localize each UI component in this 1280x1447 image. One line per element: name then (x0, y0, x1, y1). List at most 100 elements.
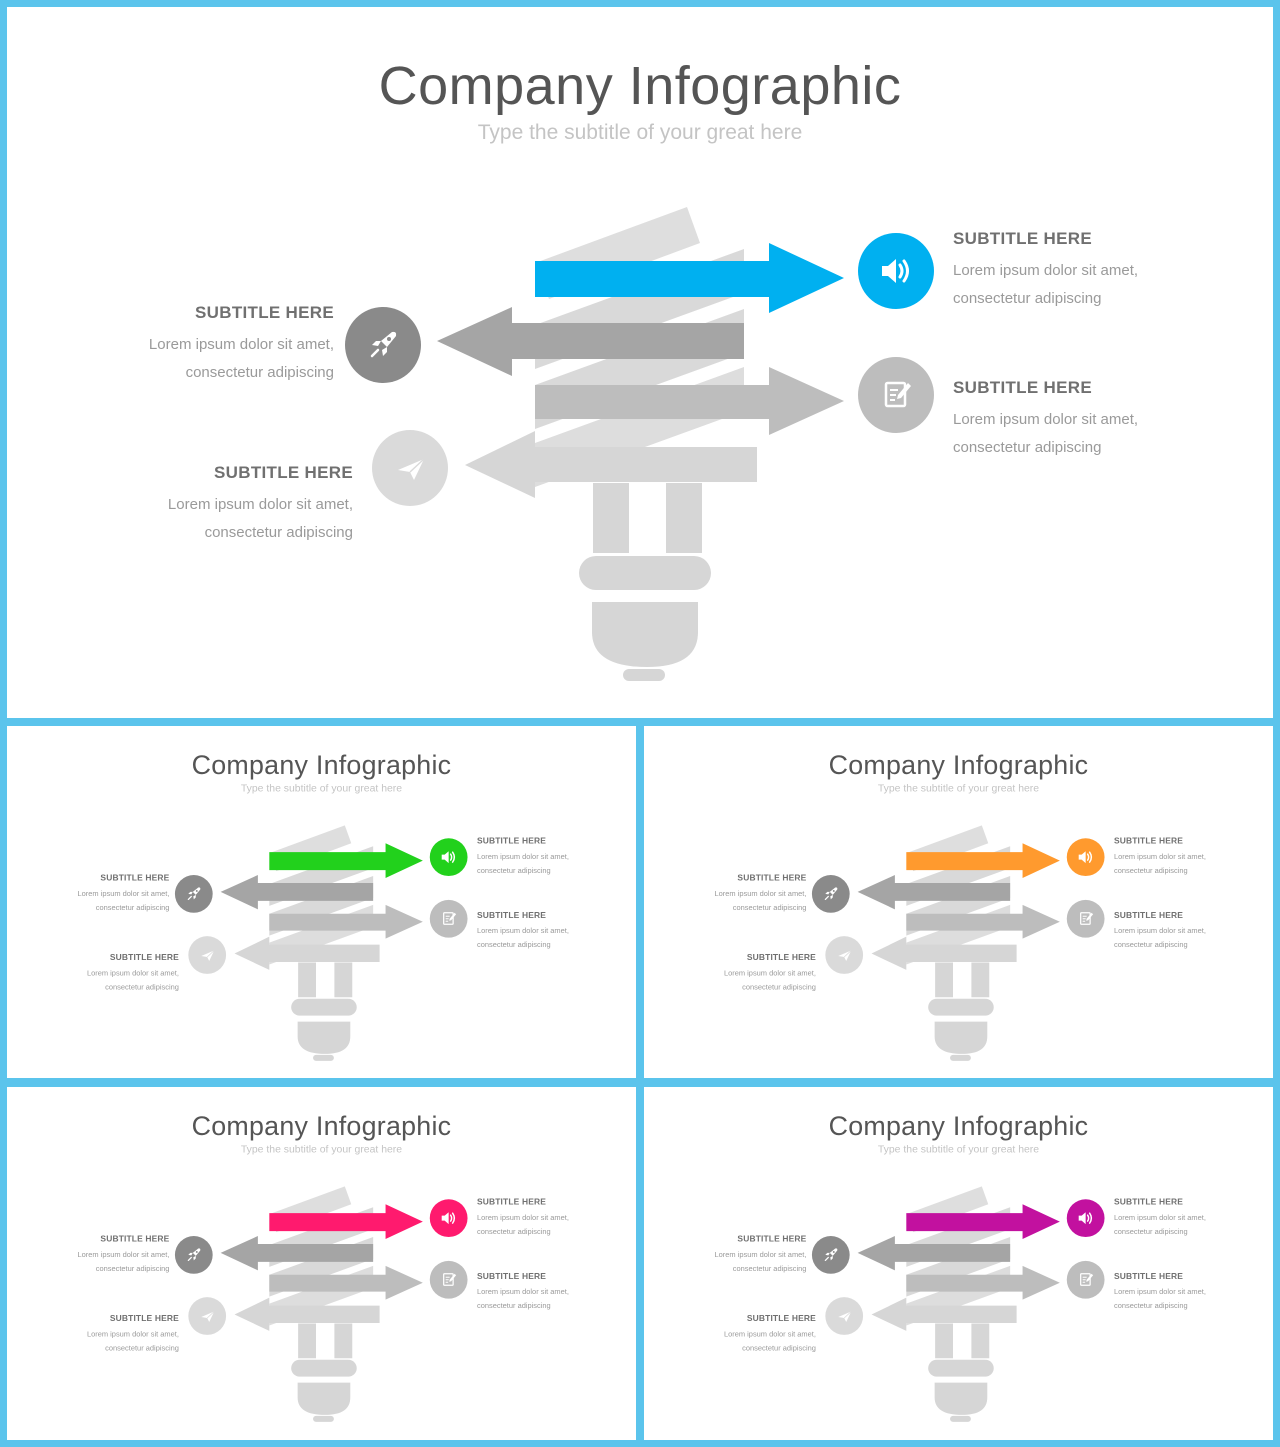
text-body: Lorem ipsum dolor sit amet,consectetur a… (123, 491, 353, 547)
speaker-icon (1078, 1212, 1093, 1225)
arrow-upper-left (220, 1236, 374, 1271)
bulb-stem-right (334, 1323, 353, 1359)
slide-green-variant: Company Infographic Type the subtitle of… (7, 726, 636, 1078)
arrow-upper-left (857, 1236, 1011, 1271)
text-line-2: consectetur adipiscing (742, 982, 816, 992)
text-body: Lorem ipsum dolor sit amet, consectetur a… (1114, 850, 1228, 878)
bulb-collar (291, 1359, 357, 1377)
text-heading: SUBTITLE HERE (195, 303, 334, 322)
lightbulb-arrows-graphic (220, 1186, 423, 1422)
text-block-rocket: SUBTITLE HERE Lorem ipsum dolor sit amet… (55, 1234, 170, 1276)
rocket-circle (345, 307, 421, 383)
arrow-top-right-accent (269, 1204, 423, 1240)
text-line-1: Lorem ipsum dolor sit amet, (86, 968, 179, 978)
arrow-upper-left (220, 875, 374, 910)
text-line-1: Lorem ipsum dolor sit amet, (86, 1329, 179, 1339)
text-body: Lorem ipsum dolor sit amet,consectetur a… (692, 1248, 807, 1276)
notepad-circle (1066, 899, 1105, 938)
slide-subtitle: Type the subtitle of your great here (477, 121, 803, 144)
text-line-1: Lorem ipsum dolor sit amet, (714, 889, 807, 898)
arrow-upper-left (437, 307, 744, 376)
arrow-bottom-left (234, 936, 380, 970)
slide-title: Company Infographic (378, 56, 902, 116)
paper-plane-icon (201, 950, 215, 961)
bulb-stem-right (971, 962, 990, 998)
text-block-speaker: SUBTITLE HERE Lorem ipsum dolor sit amet… (477, 836, 591, 878)
slide-subtitle: Type the subtitle of your great here (240, 782, 403, 795)
arrow-middle-right (269, 904, 423, 939)
text-line-2: consectetur adipiscing (476, 1227, 551, 1237)
text-block-rocket: SUBTITLE HERE Lorem ipsum dolor sit amet… (104, 303, 334, 387)
paper-plane-icon (838, 1311, 852, 1322)
text-line-1: Lorem ipsum dolor sit amet, (167, 496, 353, 513)
text-body: Lorem ipsum dolor sit amet, consectetur a… (65, 1327, 179, 1355)
paper-plane-circle (372, 430, 448, 506)
text-body: Lorem ipsum dolor sit amet,consectetur a… (692, 887, 807, 915)
text-line-2: consectetur adipiscing (105, 982, 179, 992)
bulb-base (297, 1021, 351, 1054)
text-line-1: Lorem ipsum dolor sit amet, (723, 1329, 816, 1339)
text-block-speaker: SUBTITLE HERE Lorem ipsum dolor sit amet… (477, 1197, 591, 1239)
text-block-plane: SUBTITLE HERE Lorem ipsum dolor sit amet… (65, 1314, 179, 1356)
slide-title: Company Infographic (828, 1111, 1089, 1142)
text-line-2: consectetur adipiscing (1113, 866, 1188, 876)
text-heading: SUBTITLE HERE (1113, 910, 1184, 920)
paper-plane-circle (188, 1297, 227, 1335)
text-block-notepad: SUBTITLE HERE Lorem ipsum dolor sit amet… (1114, 1271, 1228, 1313)
text-block-speaker: SUBTITLE HERE Lorem ipsum dolor sit amet… (1114, 836, 1228, 878)
text-body: Lorem ipsum dolor sit amet, consectetur a… (477, 850, 591, 878)
bulb-collar (928, 1359, 994, 1377)
speaker-icon (1078, 851, 1093, 864)
text-line-2: consectetur adipiscing (105, 1343, 179, 1353)
text-heading: SUBTITLE HERE (476, 836, 547, 846)
text-line-2: consectetur adipiscing (476, 866, 551, 876)
rocket-icon (370, 331, 397, 358)
text-line-2: consectetur adipiscing (476, 940, 551, 950)
text-line-2: consectetur adipiscing (185, 364, 334, 381)
bulb-stem-left (935, 1323, 954, 1359)
text-line-1: Lorem ipsum dolor sit amet, (476, 1287, 569, 1297)
bulb-stem-right (334, 962, 353, 998)
bulb-stem-right (666, 483, 702, 553)
text-line-1: Lorem ipsum dolor sit amet, (77, 1250, 170, 1259)
text-line-2: consectetur adipiscing (1113, 940, 1188, 950)
text-line-2: consectetur adipiscing (95, 903, 170, 912)
lightbulb-arrows-graphic (857, 1186, 1060, 1422)
text-heading: SUBTITLE HERE (476, 910, 547, 920)
text-heading: SUBTITLE HERE (476, 1271, 547, 1281)
text-body: Lorem ipsum dolor sit amet, consectetur a… (1114, 924, 1228, 952)
bulb-collar (928, 998, 994, 1016)
notepad-icon (1080, 912, 1094, 925)
text-heading: SUBTITLE HERE (109, 952, 179, 962)
slide-main-blue: Company Infographic Type the subtitle of… (7, 7, 1273, 718)
text-heading: SUBTITLE HERE (1113, 836, 1184, 846)
rocket-icon (824, 1248, 838, 1262)
text-block-plane: SUBTITLE HERE Lorem ipsum dolor sit amet… (702, 953, 816, 995)
bulb-stem-right (971, 1323, 990, 1359)
rocket-icon (824, 887, 838, 901)
arrow-bottom-left (465, 431, 757, 498)
text-line-2: consectetur adipiscing (1113, 1301, 1188, 1311)
arrow-middle-right (906, 1265, 1060, 1300)
text-line-1: Lorem ipsum dolor sit amet, (953, 411, 1139, 428)
text-line-2: consectetur adipiscing (953, 439, 1102, 456)
slide-subtitle: Type the subtitle of your great here (877, 1143, 1040, 1156)
text-line-1: Lorem ipsum dolor sit amet, (1113, 926, 1206, 936)
text-heading: SUBTITLE HERE (1113, 1197, 1184, 1207)
speaker-circle (1066, 838, 1105, 877)
text-line-1: Lorem ipsum dolor sit amet, (1113, 852, 1206, 862)
bulb-tip (950, 1415, 971, 1422)
text-heading: SUBTITLE HERE (746, 1313, 816, 1323)
notepad-icon (443, 912, 457, 925)
text-body: Lorem ipsum dolor sit amet,consectetur a… (104, 331, 334, 387)
arrow-top-right-accent (906, 1204, 1060, 1240)
rocket-icon (187, 1248, 201, 1262)
speaker-circle (1066, 1199, 1105, 1238)
arrow-top-right-accent (269, 843, 423, 879)
notepad-icon (884, 381, 911, 408)
text-line-1: Lorem ipsum dolor sit amet, (476, 852, 569, 862)
text-block-plane: SUBTITLE HERE Lorem ipsum dolor sit amet… (702, 1314, 816, 1356)
speaker-circle (429, 1199, 468, 1238)
text-line-2: consectetur adipiscing (1113, 1227, 1188, 1237)
notepad-circle (1066, 1260, 1105, 1299)
